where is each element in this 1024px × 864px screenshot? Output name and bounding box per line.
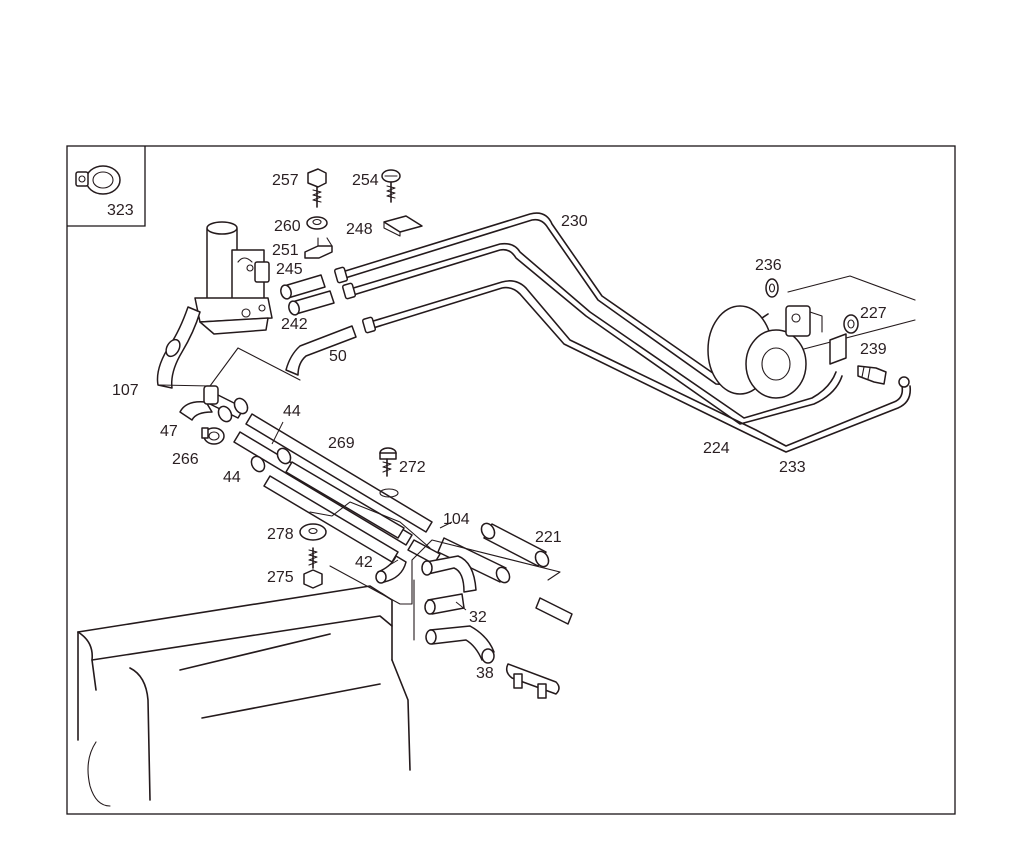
washer-278 (299, 523, 327, 541)
hose-38 (425, 625, 495, 664)
engine-block (707, 275, 916, 399)
connector-small (535, 597, 573, 625)
washer-260 (306, 216, 328, 230)
manifold (505, 663, 560, 699)
label-227: 227 (860, 305, 887, 322)
tank-housing (77, 585, 411, 807)
label-323: 323 (107, 202, 134, 219)
tube-bundle-269 (205, 391, 433, 563)
label-42: 42 (355, 554, 373, 571)
label-47: 47 (160, 423, 178, 440)
hose-221 (480, 522, 550, 568)
hose-50 (285, 325, 357, 376)
label-104: 104 (443, 511, 470, 528)
label-245: 245 (276, 261, 303, 278)
label-251: 251 (272, 242, 299, 259)
fitting-239 (857, 365, 887, 385)
label-260: 260 (274, 218, 301, 235)
inset-box: 323 (67, 146, 146, 227)
screw-275 (303, 547, 323, 589)
label-266: 266 (172, 451, 199, 468)
label-50: 50 (329, 348, 347, 365)
clip-251 (304, 237, 333, 259)
label-275: 275 (267, 569, 294, 586)
hose-42 (375, 555, 407, 584)
routing-lines-lower (329, 539, 561, 605)
label-32: 32 (469, 609, 487, 626)
label-224: 224 (703, 440, 730, 457)
label-230: 230 (561, 213, 588, 230)
label-44-lower: 44 (223, 469, 241, 486)
label-254: 254 (352, 172, 379, 189)
label-269: 269 (328, 435, 355, 452)
tube-245 (280, 274, 326, 300)
label-38: 38 (476, 665, 494, 682)
label-278: 278 (267, 526, 294, 543)
hose-107-routing (159, 347, 301, 387)
screw-257 (307, 168, 327, 208)
hose-clamp-icon (75, 165, 121, 195)
clamp-266 (201, 427, 225, 445)
part-labels: 257 254 260 248 251 245 242 50 230 236 2… (112, 172, 887, 682)
bracket-right (829, 333, 847, 365)
tube-242 (288, 290, 335, 316)
label-242: 242 (281, 316, 308, 333)
diagram-frame (66, 145, 956, 815)
bracket-248 (383, 215, 423, 237)
screw-272 (379, 447, 397, 477)
screw-254 (381, 169, 401, 203)
hose-32 (421, 555, 477, 615)
lines-230-224-233 (333, 212, 912, 453)
leader-lines (387, 521, 467, 611)
label-248: 248 (346, 221, 373, 238)
label-44-upper: 44 (283, 403, 301, 420)
pump-assembly (194, 221, 273, 335)
washer-236 (765, 278, 779, 298)
elbow-47 (179, 385, 219, 421)
hose-104 (407, 537, 511, 584)
label-272: 272 (399, 459, 426, 476)
label-233: 233 (779, 459, 806, 476)
label-221: 221 (535, 529, 562, 546)
label-239: 239 (860, 341, 887, 358)
label-236: 236 (755, 257, 782, 274)
label-257: 257 (272, 172, 299, 189)
label-107: 107 (112, 382, 139, 399)
washer-227 (843, 314, 859, 334)
